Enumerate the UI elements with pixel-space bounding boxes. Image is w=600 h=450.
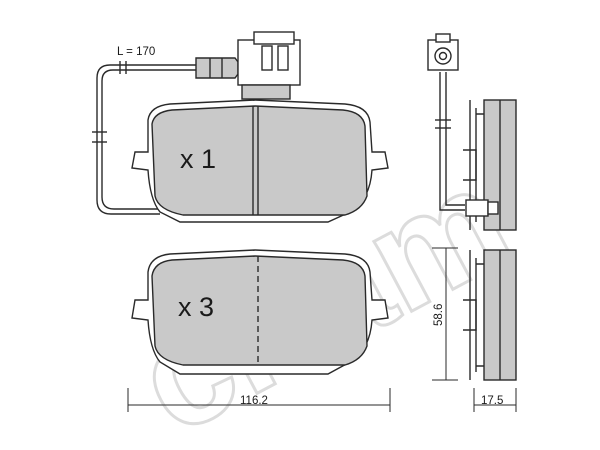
side-view-top bbox=[427, 33, 517, 231]
height-dimension-label: 58.6 bbox=[433, 304, 445, 326]
sensor-connector-icon bbox=[195, 31, 301, 100]
brake-pad-top bbox=[131, 99, 389, 223]
side-view-bottom bbox=[463, 249, 517, 381]
width-dimension-label: 116.2 bbox=[240, 395, 268, 407]
wire-length-label: L = 170 bbox=[117, 46, 155, 58]
quantity-top-label: x 1 bbox=[180, 144, 216, 174]
wear-sensor-wire bbox=[92, 61, 262, 215]
dimension-lines bbox=[127, 247, 517, 412]
brake-pad-bottom bbox=[131, 249, 389, 375]
thickness-dimension-label: 17.5 bbox=[481, 395, 503, 407]
quantity-bottom-label: x 3 bbox=[178, 292, 214, 322]
